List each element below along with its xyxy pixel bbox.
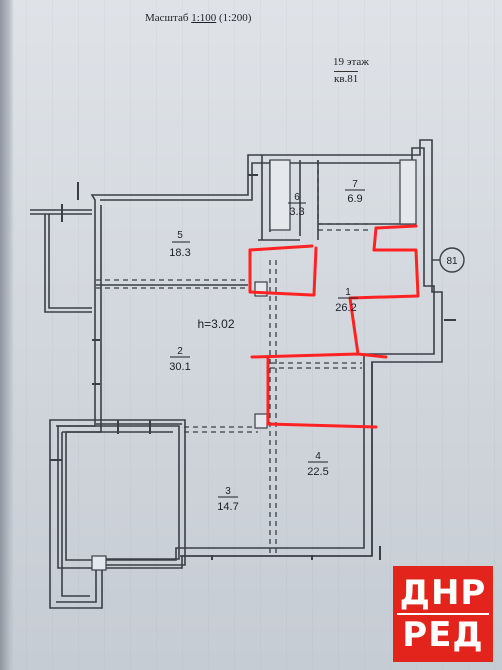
apartment-marker: 81 [432, 247, 465, 273]
room-2-area: 30.1 [169, 361, 190, 373]
room-1-number: 1 [345, 287, 351, 298]
room-5-number: 5 [177, 230, 183, 241]
red-markup [248, 224, 420, 429]
room-2-number: 2 [177, 346, 183, 357]
room-4-number: 4 [315, 451, 321, 462]
room-6-area: 3.3 [289, 206, 304, 218]
room-5-area: 18.3 [169, 247, 190, 259]
room-6-number: 6 [294, 192, 300, 203]
logo-divider [397, 613, 489, 615]
scale-label: Масштаб 1:100 (1:200) [145, 12, 251, 24]
page-edge-shadow [0, 0, 14, 670]
room-3-number: 3 [225, 486, 231, 497]
room-labels: 5 18.3 6 3.3 7 6.9 1 26.2 h=3.02 2 30.1 … [169, 179, 365, 513]
dashed-lines [96, 160, 372, 555]
apartment-label: кв.81 [334, 71, 359, 85]
room-7-area: 6.9 [347, 193, 362, 205]
scale-alt: (1:200) [216, 12, 252, 24]
room-7-number: 7 [352, 179, 358, 190]
logo-top: ДНР [399, 573, 487, 613]
walls [30, 139, 443, 609]
marker-label: 81 [446, 256, 458, 267]
room-1-area: 26.2 [335, 302, 356, 314]
room-3-area: 14.7 [217, 501, 238, 513]
room-4-area: 22.5 [307, 466, 328, 478]
logo-bottom: РЕД [402, 615, 484, 655]
window-ticks [50, 174, 456, 560]
scale-main: 1:100 [191, 12, 217, 24]
scale-prefix: Масштаб [145, 12, 192, 24]
floor-label: 19 этаж [333, 56, 369, 68]
fixtures [91, 159, 417, 571]
ceiling-height: h=3.02 [197, 317, 234, 331]
dnr-red-logo: ДНР РЕД [393, 566, 493, 662]
